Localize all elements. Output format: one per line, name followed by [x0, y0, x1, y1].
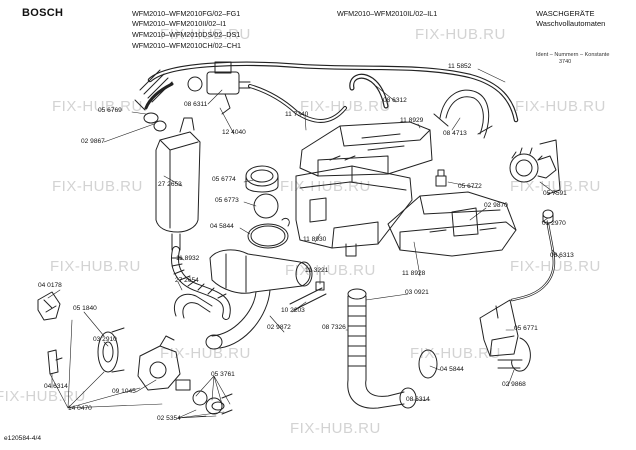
- part-number: 11 8928: [402, 270, 426, 277]
- part-number: 11 8932: [176, 255, 200, 262]
- hose-elbow: [174, 293, 213, 319]
- model-line: WFM2010–WFM2010II/02–I1: [132, 19, 227, 28]
- part-number: 02 5354: [157, 415, 181, 422]
- watermark: FIX-HUB.RU: [290, 420, 381, 437]
- motor-cover: [97, 327, 125, 373]
- part-number: 05 3761: [211, 371, 235, 378]
- detergent-drawer-housing: [295, 165, 413, 257]
- part-number: 08 6313: [550, 252, 574, 259]
- part-number: 02 9868: [502, 381, 526, 388]
- brand-logo-text: BOSCH: [22, 7, 64, 19]
- watermark: FIX-HUB.RU: [52, 178, 143, 195]
- watermark: FIX-HUB.RU: [510, 258, 601, 275]
- part-number: 05 6773: [215, 197, 239, 204]
- part-number: 04 5844: [210, 223, 234, 230]
- pump-shaft: [289, 281, 327, 311]
- drawer-cover: [299, 121, 433, 177]
- part-number: 08 6311: [184, 101, 208, 108]
- pressure-hose: [510, 222, 556, 302]
- ident-label: Ident – Nummern – Konstante: [536, 52, 610, 58]
- filter-parts: [192, 390, 233, 415]
- watermark: FIX-HUB.RU: [510, 178, 601, 195]
- part-number: 08 6314: [406, 396, 430, 403]
- hose-bracket: [433, 89, 493, 139]
- part-number: 02 9867: [81, 138, 105, 145]
- solenoid-valve: [187, 61, 251, 115]
- part-number: 11 7340: [285, 111, 309, 118]
- part-number: 04 0178: [38, 282, 62, 289]
- part-number: 14 0470: [68, 405, 92, 412]
- part-number: 11 5852: [448, 63, 472, 70]
- part-number: 03 2910: [93, 336, 117, 343]
- part-number: 02 9872: [267, 324, 291, 331]
- detergent-drawer: [387, 191, 517, 257]
- model-line: WFM2010–WFM2010DS/02–DS1: [132, 30, 241, 39]
- gasket-ring: [418, 349, 438, 379]
- part-number: 05 6774: [212, 176, 236, 183]
- watermark: FIX-HUB.RU: [410, 345, 501, 362]
- category-subtitle: Waschvollautomaten: [536, 19, 606, 28]
- part-number: 04 6314: [44, 383, 68, 390]
- part-number: 08 6312: [383, 97, 407, 104]
- watermark: FIX-HUB.RU: [52, 98, 143, 115]
- model-line-right: WFM2010–WFM2010IL/02–IL1: [337, 9, 438, 18]
- part-number: 05 6771: [514, 325, 538, 332]
- watermark: FIX-HUB.RU: [415, 26, 506, 43]
- watermark: FIX-HUB.RU: [515, 98, 606, 115]
- ident-value: 3740: [559, 59, 572, 65]
- part-number: 02 9870: [484, 202, 508, 209]
- model-line: WFM2010–WFM2010CH/02–CH1: [132, 41, 242, 50]
- part-number: 08 4713: [443, 130, 467, 137]
- part-number: 05 7591: [543, 190, 567, 197]
- watermark: FIX-HUB.RU: [50, 258, 141, 275]
- clip: [435, 169, 447, 187]
- sump-hose: [347, 288, 417, 409]
- part-number: 11 8930: [303, 236, 327, 243]
- part-number: 03 0921: [405, 289, 429, 296]
- part-number: 11 3221: [305, 267, 329, 274]
- mounting-bracket: [479, 299, 519, 357]
- watermark: FIX-HUB.RU: [160, 345, 251, 362]
- part-number: 10 2203: [281, 307, 305, 314]
- page-reference: e120584-4/4: [4, 435, 42, 442]
- fan-wheel: [37, 291, 61, 321]
- watermark: FIX-HUB.RU: [160, 26, 251, 43]
- category-title: WASCHGERÄTE: [536, 9, 595, 18]
- part-number: 12 4040: [222, 129, 246, 136]
- seal-rings: [245, 165, 290, 249]
- part-number: 01 2970: [542, 220, 566, 227]
- water-tank: [155, 117, 201, 251]
- part-number: 05 6772: [458, 183, 482, 190]
- part-number: 27 2653: [158, 181, 182, 188]
- drain-pump: [137, 335, 191, 391]
- pump-housing: [205, 249, 313, 350]
- part-number: 08 7326: [322, 324, 346, 331]
- clip-small: [47, 349, 63, 375]
- part-number: 27 2654: [175, 277, 199, 284]
- pressure-switch: [509, 139, 561, 195]
- part-number: 04 5844: [440, 366, 464, 373]
- model-line: WFM2010–WFM2010FG/02–FG1: [132, 9, 241, 18]
- seal-sleeves: [134, 99, 167, 132]
- part-number: 05 6769: [98, 107, 122, 114]
- hose-clamp: [497, 337, 531, 372]
- part-number: 05 1840: [73, 305, 97, 312]
- inlet-hose: [139, 61, 519, 123]
- part-number: 09 1045: [112, 388, 136, 395]
- leader-lines: [47, 68, 561, 419]
- connecting-hose: [248, 73, 389, 123]
- drain-hose: [171, 246, 231, 320]
- part-number: 11 8929: [400, 117, 424, 124]
